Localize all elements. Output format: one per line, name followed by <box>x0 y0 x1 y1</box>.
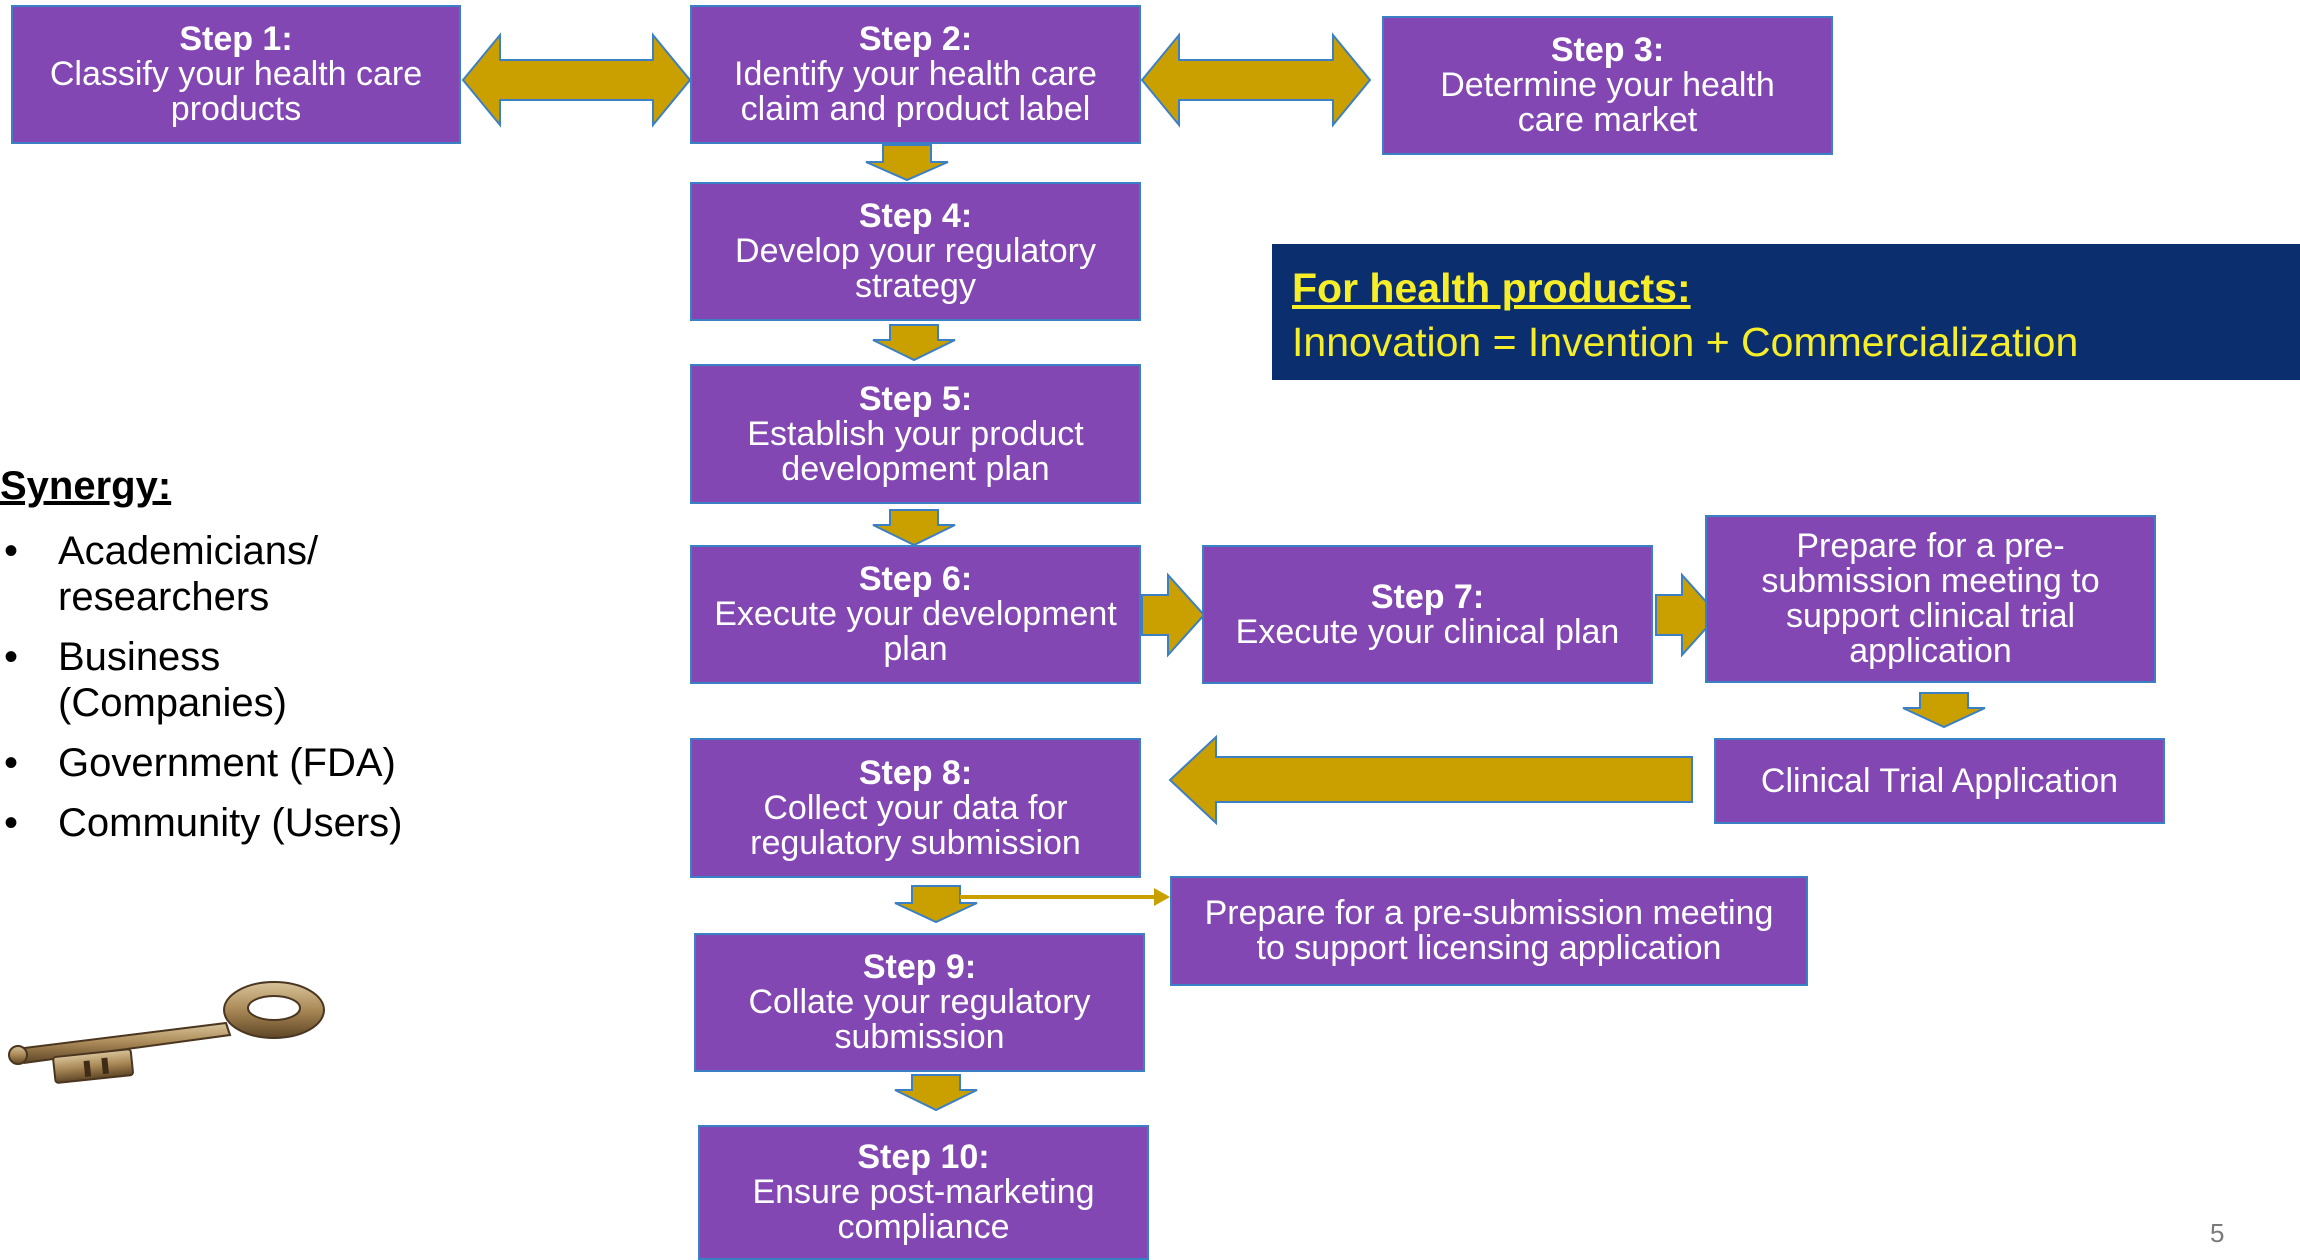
step-5-box: Step 5: Establish your product developme… <box>690 364 1141 504</box>
step-6-heading: Step 6: <box>858 560 973 598</box>
down-arrow-prep-cta <box>1902 692 1986 729</box>
step-5-heading: Step 5: <box>858 379 973 418</box>
step-7-box: Step 7: Execute your clinical plan <box>1202 545 1653 684</box>
step-9-heading: Step 9: <box>862 948 977 986</box>
prep-clinical-box: Prepare for a pre- submission meeting to… <box>1705 515 2156 683</box>
synergy-item: • Academicians/ researchers <box>0 528 560 620</box>
step-1-text: Classify your health care products <box>49 55 423 128</box>
down-arrow-2-4 <box>865 144 949 182</box>
synergy-item-text: Government (FDA) <box>58 741 396 785</box>
step-1-box: Step 1: Classify your health care produc… <box>11 5 461 144</box>
connector-head-licensing <box>1154 888 1170 906</box>
step-10-heading: Step 10: <box>857 1138 990 1176</box>
step-3-heading: Step 3: <box>1550 31 1665 69</box>
step-2-box: Step 2: Identify your health care claim … <box>690 5 1141 144</box>
left-arrow-cta-8 <box>1168 734 1693 826</box>
double-arrow-2-3 <box>1140 32 1372 128</box>
step-9-text: Collate your regulatory submission <box>748 983 1091 1056</box>
key-icon <box>8 981 325 1084</box>
synergy-item: • Government (FDA) <box>0 740 560 786</box>
step-1-heading: Step 1: <box>179 20 293 58</box>
step-7-text: Execute your clinical plan <box>1235 612 1620 651</box>
step-6-text: Execute your development plan <box>714 595 1117 668</box>
double-arrow-1-2 <box>461 32 692 128</box>
prep-licensing-box: Prepare for a pre-submission meeting to … <box>1170 876 1808 986</box>
step-8-box: Step 8: Collect your data for regulatory… <box>690 738 1141 878</box>
clinical-trial-application-box: Clinical Trial Application <box>1714 738 2165 824</box>
down-arrow-9-10 <box>894 1074 978 1112</box>
prep-licensing-text: Prepare for a pre-submission meeting to … <box>1204 894 1774 967</box>
banner-equation: Innovation = Invention + Commercializati… <box>1292 319 2079 365</box>
step-4-box: Step 4: Develop your regulatory strategy <box>690 182 1141 321</box>
prep-clinical-text: Prepare for a pre- submission meeting to… <box>1761 527 2100 670</box>
synergy-title: Synergy: <box>0 464 172 508</box>
synergy-item-text: Business (Companies) <box>58 635 287 725</box>
health-products-banner: For health products: Innovation = Invent… <box>1272 244 2300 380</box>
bullet: • <box>4 635 19 679</box>
step-4-text: Develop your regulatory strategy <box>735 232 1096 305</box>
step-9-box: Step 9: Collate your regulatory submissi… <box>694 933 1145 1072</box>
right-arrow-6-7 <box>1141 572 1206 658</box>
step-8-heading: Step 8: <box>858 753 973 792</box>
bullet: • <box>4 801 19 845</box>
right-arrow-7-prep <box>1655 572 1720 658</box>
synergy-list: • Academicians/ researchers • Business (Co… <box>0 528 560 846</box>
step-4-heading: Step 4: <box>858 197 973 235</box>
synergy-item-text: Academicians/ researchers <box>58 529 319 619</box>
synergy-item: • Community (Users) <box>0 800 560 846</box>
step-10-box: Step 10: Ensure post-marketing complianc… <box>698 1125 1149 1260</box>
step-7-heading: Step 7: <box>1370 577 1485 616</box>
step-10-text: Ensure post-marketing compliance <box>752 1173 1095 1246</box>
synergy-panel: Synergy: • Academicians/ researchers • Bus… <box>0 458 560 846</box>
down-arrow-5-6 <box>872 509 956 547</box>
clinical-trial-application-text: Clinical Trial Application <box>1760 761 2119 800</box>
step-2-heading: Step 2: <box>858 20 973 58</box>
step-5-text: Establish your product development plan <box>747 414 1084 488</box>
step-2-text: Identify your health care claim and prod… <box>734 55 1097 128</box>
down-arrow-4-5 <box>872 324 956 362</box>
page-number: 5 <box>2210 1218 2225 1248</box>
synergy-item: • Business (Companies) <box>0 634 560 726</box>
banner-title: For health products: <box>1292 265 1691 311</box>
step-6-box: Step 6: Execute your development plan <box>690 545 1141 684</box>
step-3-box: Step 3: Determine your health care marke… <box>1382 16 1833 155</box>
step-3-text: Determine your health care market <box>1440 66 1775 139</box>
synergy-item-text: Community (Users) <box>58 801 403 845</box>
bullet: • <box>4 529 19 573</box>
down-arrow-8-9 <box>894 885 978 924</box>
step-8-text: Collect your data for regulatory submiss… <box>750 788 1081 862</box>
bullet: • <box>4 741 19 785</box>
